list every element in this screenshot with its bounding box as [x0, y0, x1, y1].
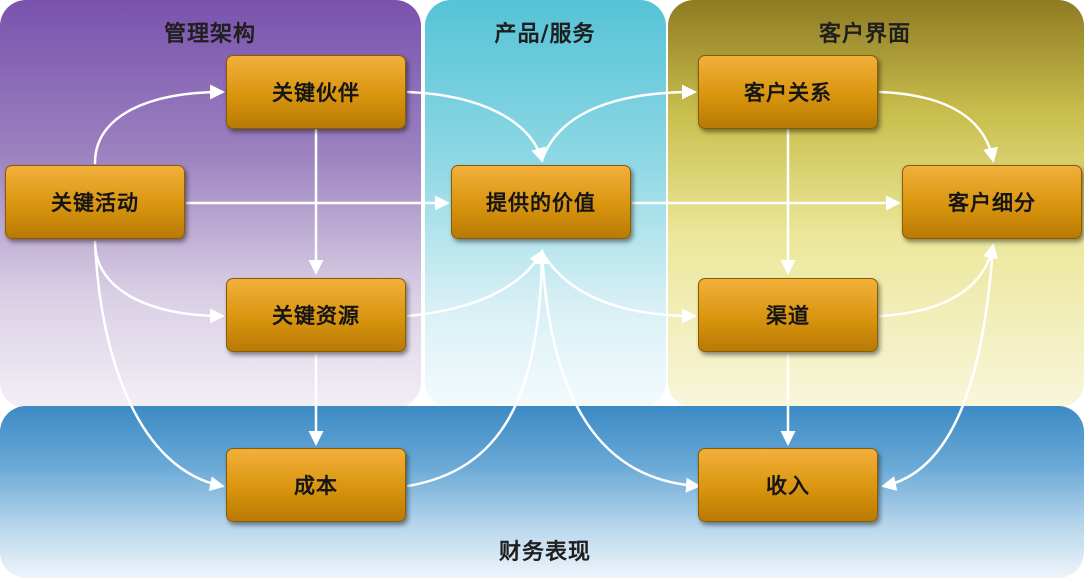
arrow-relations-segments	[878, 90, 998, 163]
arrow-activities-resources	[93, 240, 225, 324]
arrow-activities-partners	[93, 84, 225, 165]
arrow-activities-cost	[93, 240, 225, 492]
customer-interface-title: 客户界面	[818, 22, 911, 47]
arrow-cost-value	[406, 249, 550, 488]
management-title: 管理架构	[163, 22, 256, 47]
financial-region	[0, 406, 1084, 578]
arrow-value-channels	[540, 250, 697, 324]
key-partners-block: 关键伙伴	[226, 55, 406, 129]
arrow-resources-value	[406, 249, 544, 318]
arrow-partners-value	[406, 90, 546, 163]
value-proposition-block: 提供的价值	[451, 165, 631, 239]
arrow-segments-revenue	[881, 244, 995, 491]
cost-block: 成本	[226, 448, 406, 522]
revenue-block: 收入	[698, 448, 878, 522]
arrow-value-relations	[540, 84, 697, 162]
customer-relationships-block: 客户关系	[698, 55, 878, 129]
arrow-value-revenue	[540, 250, 701, 493]
customer-segments-block: 客户细分	[902, 165, 1082, 239]
channels-block: 渠道	[698, 278, 878, 352]
key-resources-block: 关键资源	[226, 278, 406, 352]
key-activities-block: 关键活动	[5, 165, 185, 239]
financial-title: 财务表现	[498, 540, 591, 565]
product-service-title: 产品/服务	[494, 22, 596, 47]
arrow-channels-segments	[878, 243, 998, 318]
